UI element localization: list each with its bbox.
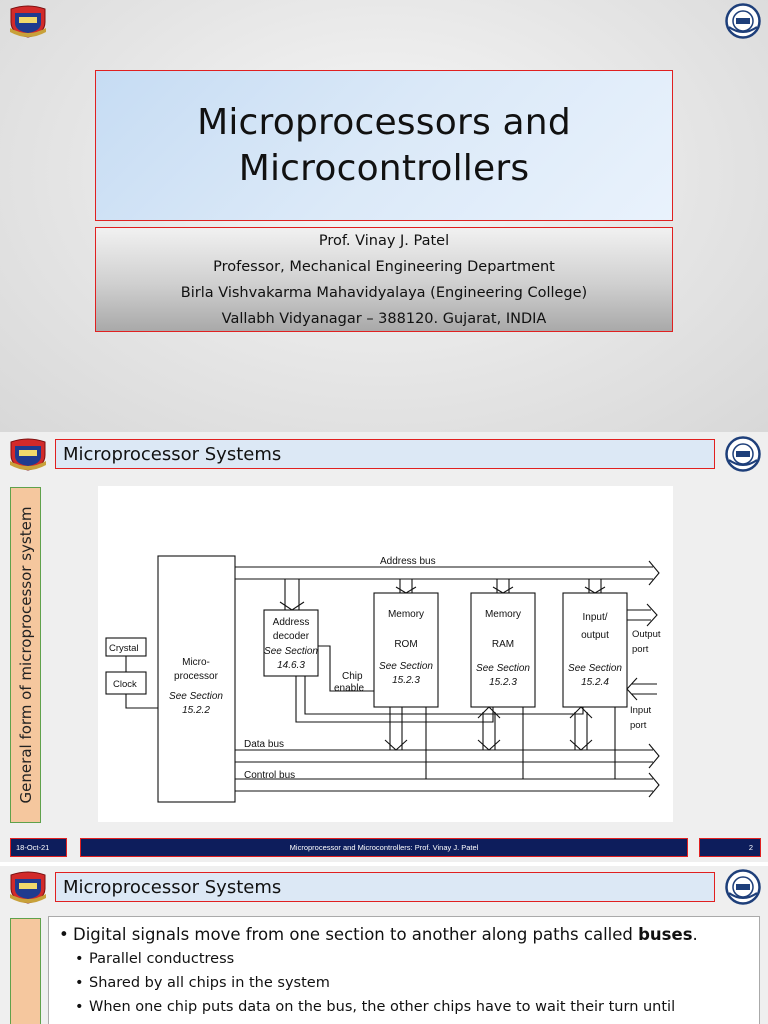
io-ref-1: See Section [568, 663, 622, 674]
output-port-2: port [632, 644, 649, 655]
sub-bullet-text: Parallel conductress [89, 951, 235, 967]
sub-bullet: •Parallel conductress [75, 951, 235, 967]
decoder-label-1: Address [273, 617, 310, 628]
author-name: Prof. Vinay J. Patel [318, 232, 450, 249]
side-label-bar [10, 918, 41, 1024]
ram-ref-1: See Section [476, 663, 530, 674]
college-seal-icon [725, 436, 761, 472]
ram-label-1: Memory [485, 609, 521, 620]
chip-enable-2: enable [334, 683, 364, 694]
rom-label-1: Memory [388, 609, 424, 620]
micro-label-2: processor [174, 671, 219, 682]
college-seal-icon [725, 3, 761, 39]
sub-bullet: •When one chip puts data on the bus, the… [75, 999, 676, 1015]
decoder-label-2: decoder [273, 631, 310, 642]
title-box: Microprocessors and Microcontrollers [95, 70, 673, 221]
side-label-bar: General form of microprocessor system [10, 487, 41, 823]
ram-label-2: RAM [492, 639, 514, 650]
microprocessor-system-diagram: Address bus Data bus Control bus Crystal… [98, 486, 673, 822]
sub-bullet: •Shared by all chips in the system [75, 975, 330, 991]
university-crest-icon [10, 5, 46, 38]
rom-label-2: ROM [394, 639, 417, 650]
decoder-ref-1: See Section [264, 646, 318, 657]
decoder-ref-2: 14.6.3 [277, 660, 305, 671]
rom-ref-2: 15.2.3 [392, 675, 420, 686]
author-college: Birla Vishvakarma Mahavidyalaya (Enginee… [180, 284, 588, 301]
title-slide: Microprocessors and Microcontrollers Pro… [0, 0, 768, 432]
address-bus-label: Address bus [380, 556, 436, 567]
title-line-2: Microcontrollers [238, 147, 530, 189]
input-port-1: Input [630, 705, 651, 716]
rom-ref-1: See Section [379, 661, 433, 672]
control-bus-label: Control bus [244, 770, 295, 781]
crystal-label: Crystal [109, 643, 139, 654]
university-crest-icon [10, 871, 46, 904]
author-address: Vallabh Vidyanagar – 388120. Gujarat, IN… [221, 310, 547, 327]
slide-3-header: Microprocessor Systems [55, 872, 715, 902]
input-port-2: port [630, 720, 647, 731]
footer-date: 18-Oct-21 [10, 838, 67, 857]
bullet-main-end: . [692, 925, 698, 944]
university-crest-icon [10, 438, 46, 471]
sub-bullet-text: Shared by all chips in the system [89, 975, 330, 991]
ram-ref-2: 15.2.3 [489, 677, 517, 688]
sub-bullet-text: When one chip puts data on the bus, the … [89, 999, 676, 1015]
bullet-main-text: Digital signals move from one section to… [73, 925, 639, 944]
author-title: Professor, Mechanical Engineering Depart… [213, 258, 555, 275]
slide-2-header: Microprocessor Systems [55, 439, 715, 469]
bullet-main-bold: buses [638, 925, 693, 944]
io-label-2: output [581, 630, 609, 641]
data-bus-label: Data bus [244, 739, 284, 750]
side-label: General form of microprocessor system [16, 506, 35, 804]
author-box: Prof. Vinay J. Patel Professor, Mechanic… [95, 227, 673, 332]
slide-separator [0, 862, 768, 866]
bullet-content: •Digital signals move from one section t… [48, 916, 760, 1024]
title-line-1: Microprocessors and [197, 101, 571, 143]
slide-2-title: Microprocessor Systems [63, 443, 282, 465]
footer-title: Microprocessor and Microcontrollers: Pro… [80, 838, 688, 857]
footer-page-number: 2 [699, 838, 761, 857]
micro-ref-2: 15.2.2 [182, 705, 210, 716]
slide-3-title: Microprocessor Systems [63, 876, 282, 898]
micro-label-1: Micro- [182, 657, 210, 668]
college-seal-icon [725, 869, 761, 905]
micro-ref-1: See Section [169, 691, 223, 702]
chip-enable-1: Chip [342, 671, 363, 682]
io-ref-2: 15.2.4 [581, 677, 609, 688]
output-port-1: Output [632, 629, 661, 640]
clock-label: Clock [113, 679, 137, 690]
bullet-main: •Digital signals move from one section t… [59, 925, 698, 944]
io-label-1: Input/ [582, 612, 607, 623]
